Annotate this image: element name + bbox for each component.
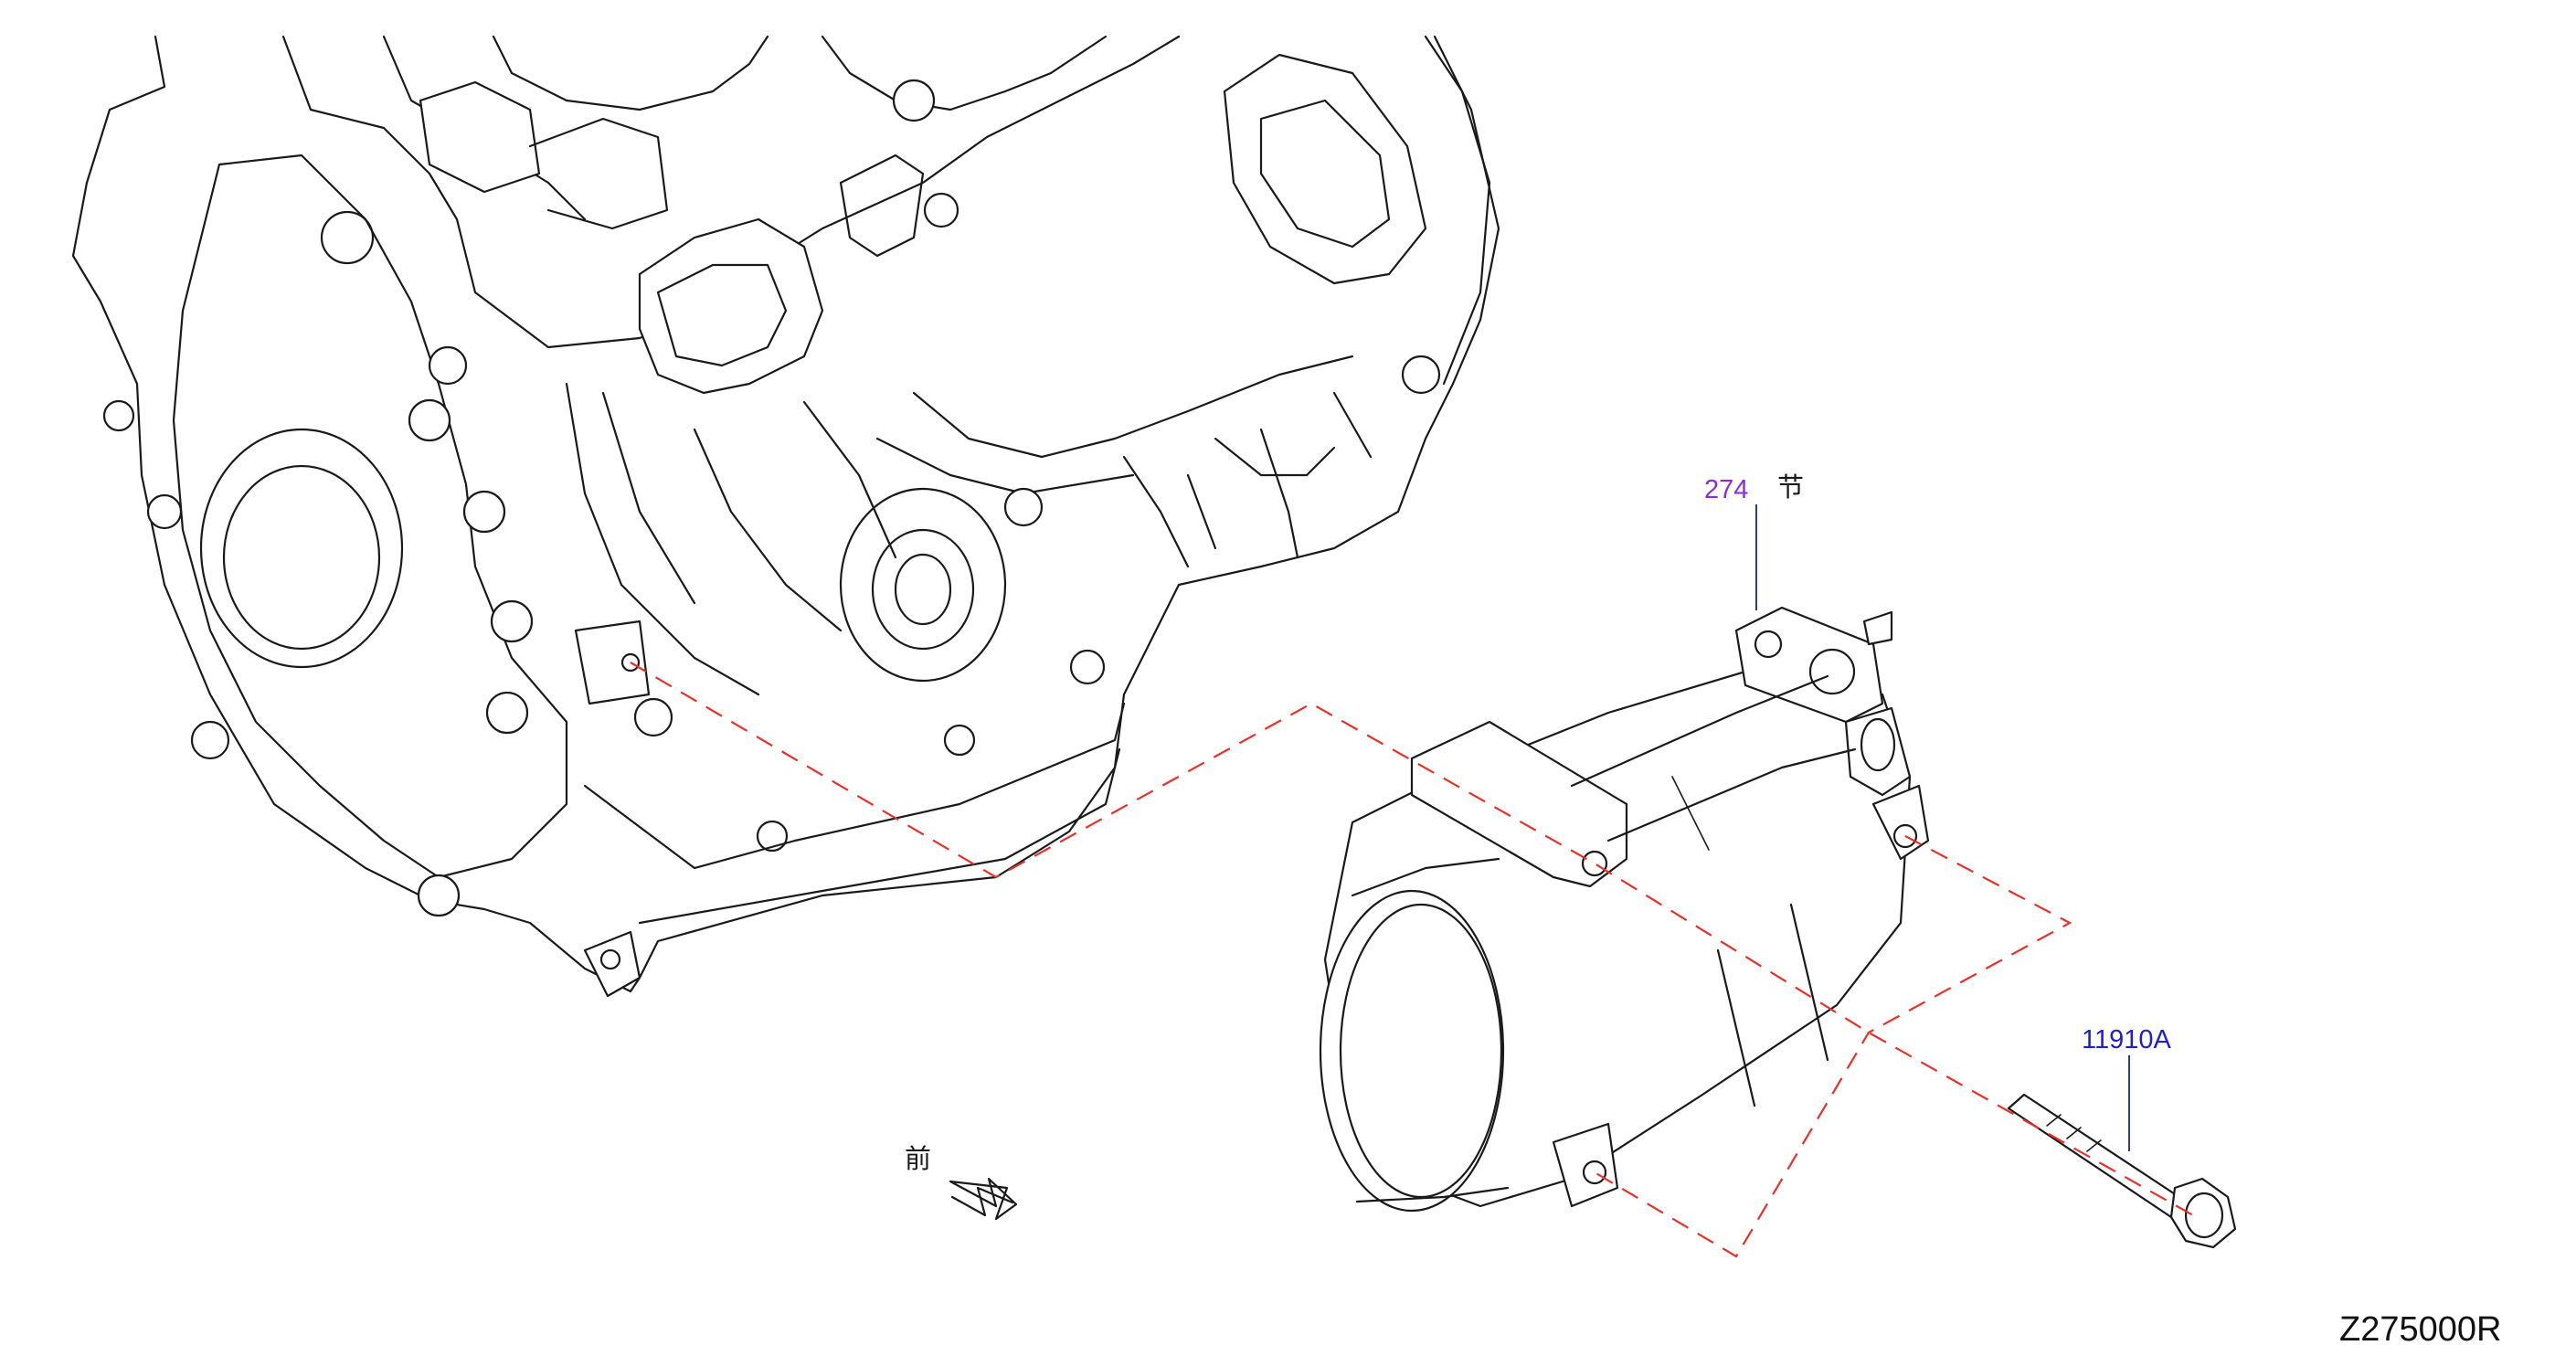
part-number-274: 274: [1704, 475, 1748, 504]
front-direction-arrow-icon: [949, 1177, 1018, 1221]
assembly-dash-lines: [630, 662, 2194, 1258]
part-note-274: 节: [1777, 471, 1804, 503]
front-indicator: 前: [905, 1143, 1018, 1221]
callout-11910a: 11910A: [2082, 1025, 2171, 1151]
dash-line-upper-mount: [630, 662, 2194, 1216]
engine-block-illustration: [71, 35, 1500, 998]
dash-line-right-mount: [1594, 835, 2072, 1258]
part-number-11910a: 11910A: [2082, 1025, 2171, 1054]
drawing-code: Z275000R: [2339, 1310, 2501, 1349]
front-label: 前: [905, 1143, 931, 1174]
bolt-illustration: [2007, 1093, 2237, 1249]
callout-274: 274 节: [1704, 471, 1804, 610]
ac-compressor-illustration: [1319, 606, 1930, 1213]
